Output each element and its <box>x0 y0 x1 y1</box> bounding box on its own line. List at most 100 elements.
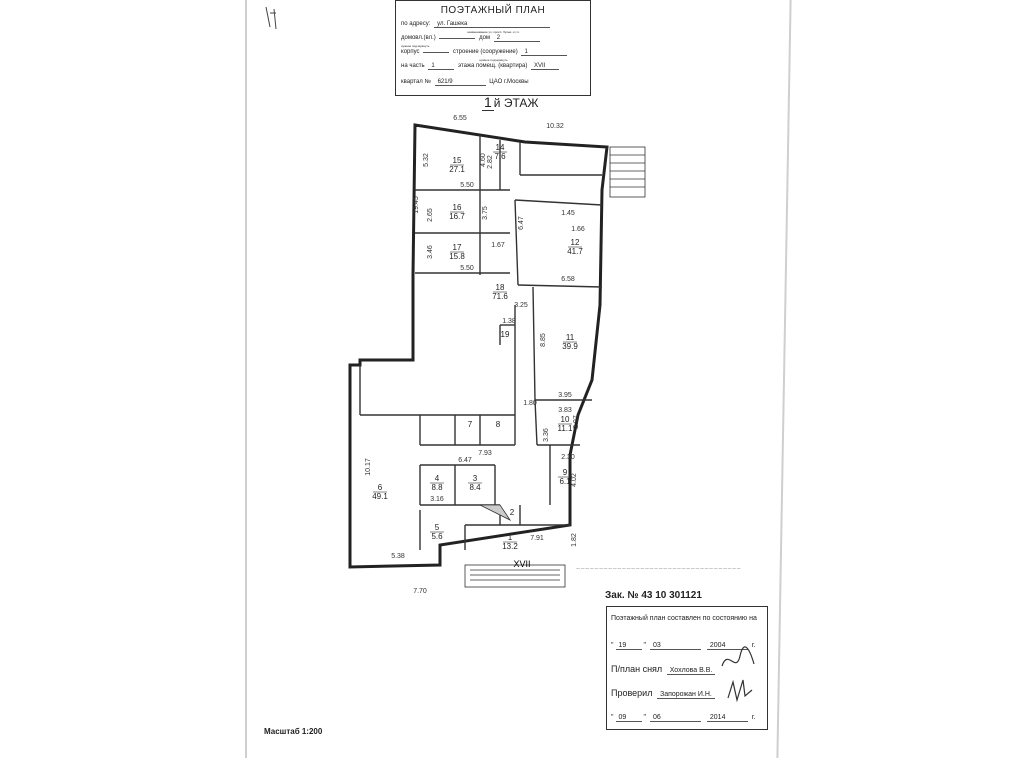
room-19-number: 19 <box>501 330 510 339</box>
walls <box>348 123 609 569</box>
room-18-number: 18 <box>496 283 505 292</box>
room-3-number: 3 <box>473 474 478 483</box>
address-label: по адресу: <box>401 21 431 27</box>
dimension-label: 4.60 <box>480 153 487 167</box>
room-7-number: 7 <box>468 420 473 429</box>
cert-checked-value: Запорожан И.Н. <box>656 691 715 699</box>
dom-label: дом <box>479 35 491 41</box>
address-value: ул. Гашека <box>434 21 551 28</box>
dimension-label: 8.85 <box>540 333 547 347</box>
dimension-label: 3.36 <box>543 428 550 442</box>
dimension-label: 3.75 <box>482 206 489 220</box>
room-9-area: 6.1 <box>559 477 571 486</box>
dimension-label: 3.25 <box>514 302 528 309</box>
cert-g1: г. <box>751 642 756 649</box>
faded-handwriting: ~~~~~~~~~~~~~~~~~~~~~~~~~~~~~~~~~~~~ <box>576 566 742 573</box>
cert-day1: 19 <box>615 642 642 650</box>
room-10-area: 11.1 <box>558 424 574 433</box>
room-1-number: 1 <box>508 533 513 542</box>
dimension-label: 6.58 <box>561 276 575 283</box>
dimension-label: 7.70 <box>413 588 427 595</box>
dimension-label: 1.82 <box>571 533 578 547</box>
order-number: Зак. № 43 10 301121 <box>605 590 702 601</box>
dimension-label: 2.97 <box>573 415 580 429</box>
room-14-area: 7.6 <box>494 152 506 161</box>
room-5-area: 5.6 <box>431 532 443 541</box>
cert-g2: г. <box>751 714 756 721</box>
cert-made-value: Хохлова В.В. <box>666 667 716 675</box>
cert-date1-row: "19" 03 2004 г. <box>611 642 756 650</box>
dimension-label: 3.83 <box>558 407 572 414</box>
stroenie-hint: нужное подчеркнуть <box>479 58 508 62</box>
dimension-label: 19.45 <box>413 196 420 214</box>
etazh-value: XVII <box>531 63 560 70</box>
cert-month2: 06 <box>649 714 701 722</box>
room-16-number: 16 <box>453 203 462 212</box>
dimension-label: 3.16 <box>430 496 444 503</box>
pen-mark-icon <box>265 6 277 30</box>
kvartal-value: 621/9 <box>434 79 486 86</box>
dimension-label: 2.65 <box>427 208 434 222</box>
dimension-label: 1.66 <box>571 226 585 233</box>
stamp-title: ПОЭТАЖНЫЙ ПЛАН <box>440 5 546 16</box>
dimension-label: 4.02 <box>571 473 578 487</box>
floor-number: 1 <box>482 94 494 111</box>
cert-made-label: П/план снял <box>611 664 663 674</box>
dimension-label: 5.32 <box>423 153 430 167</box>
room-6-area: 49.1 <box>372 492 388 501</box>
dimension-label: 7.91 <box>530 535 544 542</box>
floor-suffix: й <box>493 96 501 110</box>
dimension-label: 2.30 <box>561 454 575 461</box>
dimension-label: 1.67 <box>491 242 505 249</box>
dimension-label: 5.50 <box>460 182 474 189</box>
stamp-chast-row: на часть 1 этажа помещ. (квартира) XVII <box>401 63 586 70</box>
room-1-area: 13.2 <box>502 542 518 551</box>
room-8-number: 8 <box>496 420 501 429</box>
dom-value: 2 <box>493 35 540 42</box>
dimension-label: 6.55 <box>453 115 467 122</box>
cert-checked-label: Проверил <box>611 688 653 698</box>
room-17-area: 15.8 <box>449 252 465 261</box>
cert-checked-row: Проверил Запорожан И.Н. <box>611 688 763 699</box>
stairs <box>464 146 646 588</box>
room-4-area: 8.8 <box>431 483 443 492</box>
dimension-label: 1.80 <box>523 400 537 407</box>
dimension-label: 6.47 <box>458 457 472 464</box>
domovl-hint: нужное подчеркнуть <box>401 44 430 48</box>
stamp-korpus-row: корпус строение (сооружение) 1 <box>401 49 586 56</box>
room-4-number: 4 <box>435 474 440 483</box>
cert-made-row: П/план снял Хохлова В.В. <box>611 664 763 675</box>
signature-1-icon <box>721 646 755 667</box>
room-17-number: 17 <box>453 243 462 252</box>
dimension-label: 10.17 <box>365 458 372 476</box>
cert-year1: 2004 <box>706 642 748 650</box>
stamp-kvartal-row: квартал № 621/9 ЦАО г.Москвы <box>401 79 586 86</box>
room-12-area: 41.7 <box>567 247 583 256</box>
floor-word: ЭТАЖ <box>503 96 539 110</box>
room-15-area: 27.1 <box>449 165 465 174</box>
stroenie-value: 1 <box>521 49 568 56</box>
stamp-address-row: по адресу: ул. Гашека <box>401 21 586 28</box>
cert-month1: 03 <box>649 642 701 650</box>
room-12-number: 12 <box>571 238 580 247</box>
certification-box: Поэтажный план составлен по состоянию на… <box>606 606 768 730</box>
room-15-number: 15 <box>453 156 462 165</box>
dimension-label: 2.82 <box>487 155 494 169</box>
dimension-label: 6.47 <box>518 216 525 230</box>
room-6-number: 6 <box>378 483 383 492</box>
room-16-area: 16.7 <box>449 212 465 221</box>
address-hint: наименование ул. просп. бульв. и т.п. <box>467 30 520 34</box>
korpus-label: корпус <box>401 49 420 55</box>
dimension-label: 10.32 <box>546 123 564 130</box>
district: ЦАО г.Москвы <box>489 79 529 85</box>
scale-label: Масштаб 1:200 <box>264 727 323 736</box>
stamp-dom-row: домовл.(вл.) дом 2 <box>401 35 586 42</box>
cert-year2: 2014 <box>706 714 748 722</box>
room-9-number: 9 <box>563 468 568 477</box>
room-2-number: 2 <box>510 508 515 517</box>
